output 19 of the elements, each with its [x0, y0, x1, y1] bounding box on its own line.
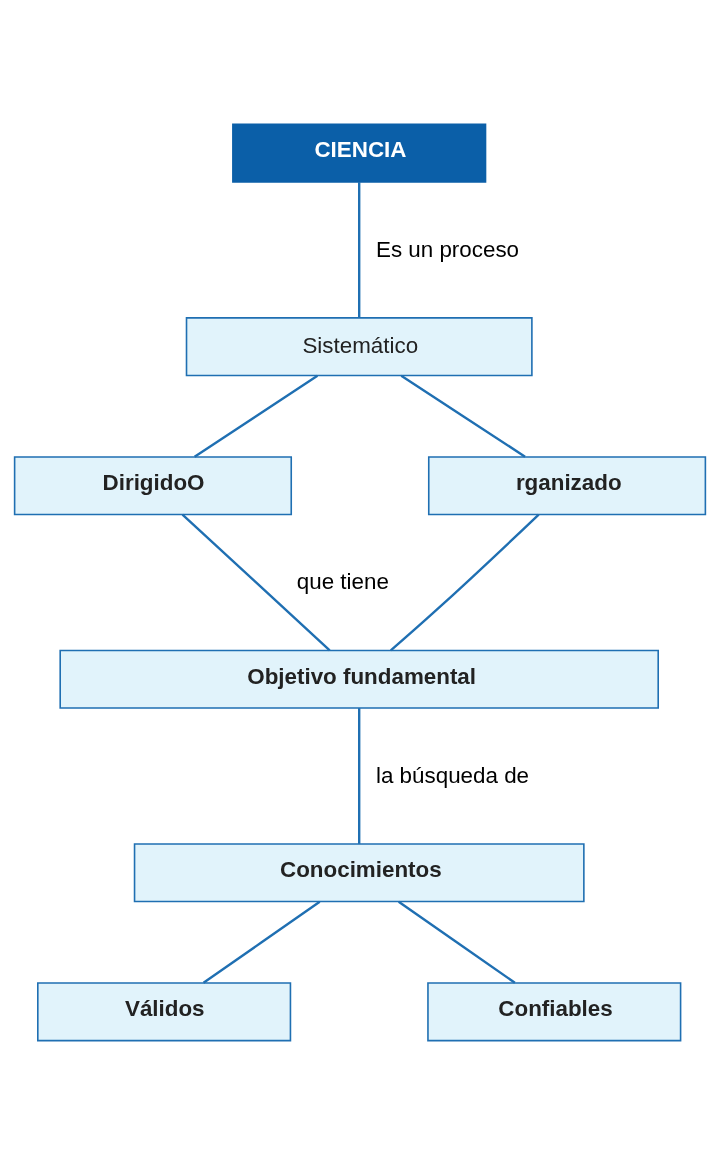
- connector: [398, 900, 516, 984]
- connector: [202, 900, 321, 984]
- node-box: Conocimientos: [133, 843, 585, 903]
- edge-label: la búsqueda de: [375, 762, 530, 788]
- node-box: Válidos: [37, 982, 292, 1042]
- connector: [358, 182, 361, 318]
- node-box: Objetivo fundamental: [59, 649, 659, 709]
- node-box: CIENCIA: [232, 123, 487, 183]
- connector: [181, 513, 331, 652]
- edge-label: Es un proceso: [375, 236, 520, 262]
- node-box: rganizado: [427, 456, 707, 516]
- connector: [400, 374, 526, 458]
- node-box: DirigidoO: [13, 456, 293, 516]
- connector: [358, 708, 361, 844]
- connector: [390, 513, 540, 652]
- node-box: Confiables: [427, 982, 682, 1042]
- connector: [193, 374, 319, 458]
- node-box: Sistemático: [185, 317, 533, 377]
- edge-label: que tiene: [296, 569, 389, 595]
